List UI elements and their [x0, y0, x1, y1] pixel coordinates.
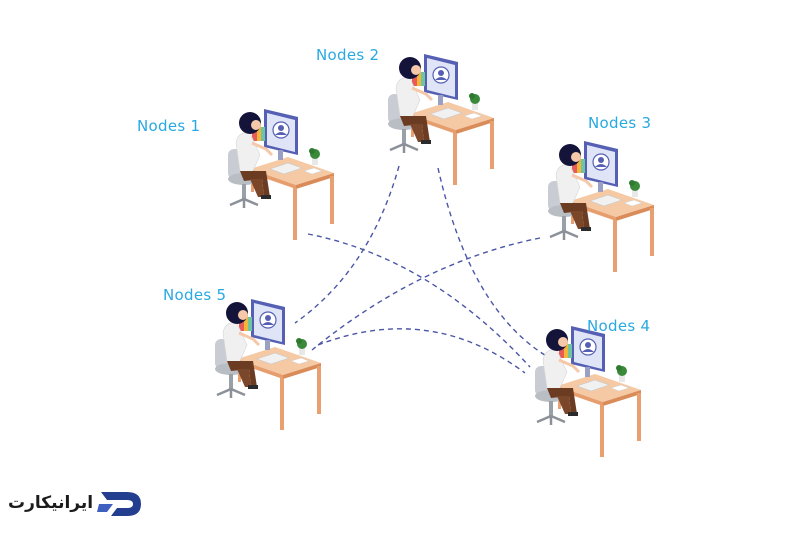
link-node-3-node-5	[311, 237, 541, 351]
watermark-text: ایرانیکارت	[8, 493, 94, 513]
connection-links	[294, 165, 549, 374]
workstation-node-1	[226, 107, 336, 242]
link-node-2-node-5	[294, 165, 400, 324]
link-node-2-node-4	[437, 167, 549, 358]
link-node-1-node-4	[307, 233, 531, 368]
workstation-node-2	[386, 52, 496, 187]
workstation-node-4	[533, 324, 643, 459]
watermark-logo: ایرانیکارت	[8, 486, 145, 520]
link-node-5-node-4	[317, 328, 526, 374]
node-label-2: Nodes 2	[316, 46, 380, 64]
node-label-1: Nodes 1	[137, 117, 201, 135]
workstation-node-3	[546, 139, 656, 274]
logo-icon	[97, 492, 142, 516]
workstation-node-5	[213, 297, 323, 432]
node-label-4: Nodes 4	[587, 317, 651, 335]
node-label-3: Nodes 3	[588, 114, 652, 132]
node-label-5: Nodes 5	[163, 286, 227, 304]
